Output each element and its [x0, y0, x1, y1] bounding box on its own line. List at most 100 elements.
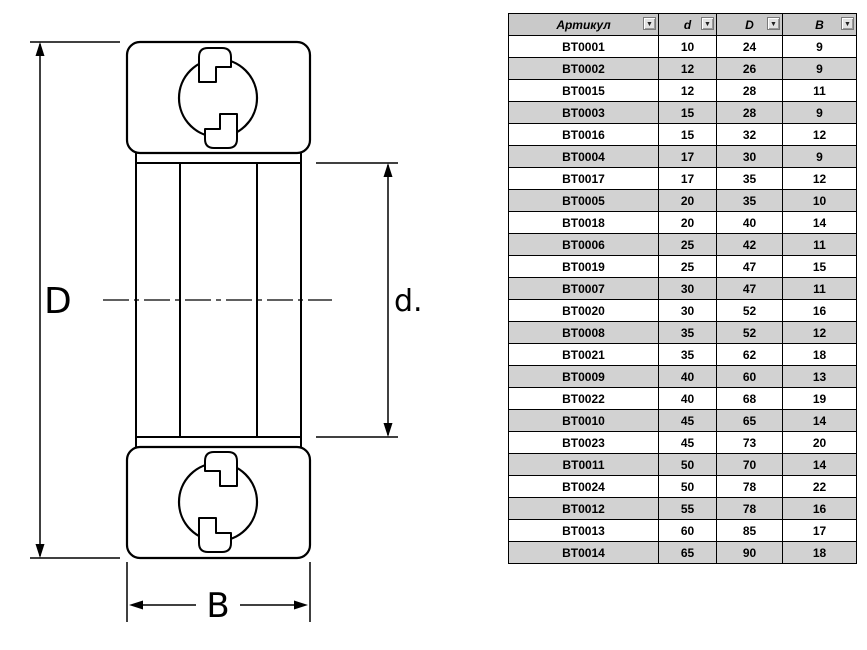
- table-cell: 65: [716, 409, 783, 432]
- table-cell: BT0005: [508, 189, 659, 212]
- table-cell: 19: [782, 387, 857, 410]
- table-cell: BT0015: [508, 79, 659, 102]
- column-header-label: D: [745, 17, 754, 32]
- dimension-d: [316, 162, 398, 438]
- table-cell: 14: [782, 211, 857, 234]
- table-cell: 30: [658, 299, 717, 322]
- table-cell: 13: [782, 365, 857, 388]
- table-cell: 73: [716, 431, 783, 454]
- ball-bottom: [177, 461, 259, 543]
- table-cell: BT0022: [508, 387, 659, 410]
- table-cell: 11: [782, 233, 857, 256]
- column-header-3: B▼: [782, 13, 857, 36]
- table-cell: 20: [658, 211, 717, 234]
- table-cell: 17: [658, 167, 717, 190]
- table-cell: BT0011: [508, 453, 659, 476]
- table-cell: BT0006: [508, 233, 659, 256]
- table-cell: 45: [658, 431, 717, 454]
- table-cell: BT0019: [508, 255, 659, 278]
- column-header-label: Артикул: [556, 17, 611, 32]
- table-cell: 24: [716, 35, 783, 58]
- table-cell: 35: [716, 167, 783, 190]
- table-cell: 30: [658, 277, 717, 300]
- table-cell: 60: [716, 365, 783, 388]
- filter-dropdown-icon[interactable]: ▼: [841, 17, 854, 30]
- table-cell: BT0003: [508, 101, 659, 124]
- table-cell: 22: [782, 475, 857, 498]
- table-cell: BT0023: [508, 431, 659, 454]
- table-cell: BT0017: [508, 167, 659, 190]
- dimension-D: [30, 41, 120, 559]
- table-cell: 26: [716, 57, 783, 80]
- cage-clip-icon: [198, 47, 232, 83]
- table-cell: 15: [658, 101, 717, 124]
- table-cell: 15: [658, 123, 717, 146]
- table-cell: 9: [782, 57, 857, 80]
- filter-dropdown-icon[interactable]: ▼: [643, 17, 656, 30]
- table-cell: BT0018: [508, 211, 659, 234]
- table-cell: 28: [716, 101, 783, 124]
- table-cell: 18: [782, 343, 857, 366]
- table-cell: 35: [658, 343, 717, 366]
- table-cell: BT0007: [508, 277, 659, 300]
- column-header-label: B: [815, 17, 824, 32]
- ball-top: [177, 57, 259, 139]
- table-cell: BT0009: [508, 365, 659, 388]
- table-cell: 20: [782, 431, 857, 454]
- table-cell: BT0013: [508, 519, 659, 542]
- table-cell: 55: [658, 497, 717, 520]
- cage-clip-icon: [204, 451, 238, 487]
- filter-dropdown-icon[interactable]: ▼: [767, 17, 780, 30]
- table-cell: 50: [658, 475, 717, 498]
- table-cell: 42: [716, 233, 783, 256]
- filter-dropdown-icon[interactable]: ▼: [701, 17, 714, 30]
- table-cell: 12: [658, 79, 717, 102]
- table-cell: 62: [716, 343, 783, 366]
- table-cell: 17: [782, 519, 857, 542]
- table-cell: 30: [716, 145, 783, 168]
- bearing-cross-section-diagram: D d. B: [30, 40, 423, 626]
- table-cell: 35: [658, 321, 717, 344]
- column-header-2: D▼: [716, 13, 783, 36]
- table-cell: BT0016: [508, 123, 659, 146]
- table-cell: 11: [782, 79, 857, 102]
- table-cell: 40: [658, 365, 717, 388]
- table-cell: 14: [782, 453, 857, 476]
- table-header-row: Артикул▼d▼D▼B▼: [508, 13, 857, 36]
- table-cell: 20: [658, 189, 717, 212]
- table-cell: 12: [782, 167, 857, 190]
- dimension-B: [126, 562, 311, 622]
- table-cell: 9: [782, 145, 857, 168]
- table-cell: BT0014: [508, 541, 659, 564]
- table-cell: 78: [716, 475, 783, 498]
- column-header-label: d: [683, 17, 692, 32]
- table-cell: 9: [782, 101, 857, 124]
- bottom-washer-block: [125, 445, 312, 560]
- label-D: D: [44, 281, 72, 322]
- table-cell: BT0021: [508, 343, 659, 366]
- table-cell: 16: [782, 299, 857, 322]
- table-cell: 12: [782, 123, 857, 146]
- table-cell: 60: [658, 519, 717, 542]
- cage-clip-icon: [204, 113, 238, 149]
- table-cell: 50: [658, 453, 717, 476]
- table-cell: 11: [782, 277, 857, 300]
- table-cell: 16: [782, 497, 857, 520]
- table-cell: 17: [658, 145, 717, 168]
- table-cell: 78: [716, 497, 783, 520]
